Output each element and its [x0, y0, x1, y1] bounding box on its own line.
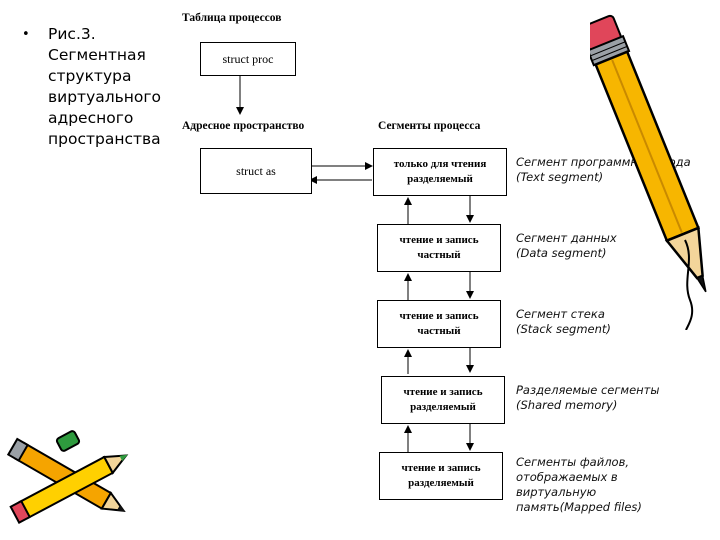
segment-desc-mapped: Сегменты файлов, отображаемых в виртуаль…: [516, 455, 642, 515]
caption-line: адресного: [48, 109, 134, 127]
desc-line: отображаемых в: [516, 470, 618, 484]
desc-line: (Stack segment): [516, 322, 611, 336]
segment-box-mapped: чтение и запись разделяемый: [379, 452, 503, 500]
segment-access: чтение и запись: [401, 462, 481, 474]
bullet: •: [22, 27, 30, 42]
desc-line: память(Mapped files): [516, 500, 642, 514]
segment-sharing: разделяемый: [408, 477, 474, 489]
pencil-icon: [590, 14, 707, 330]
segment-sharing: разделяемый: [407, 173, 473, 185]
address-space-label: Адресное пространство: [182, 120, 305, 132]
segment-box-shared: чтение и запись разделяемый: [381, 376, 505, 424]
segment-sharing: разделяемый: [410, 401, 476, 413]
segment-box-stack: чтение и запись частный: [377, 300, 501, 348]
as-box: struct as: [200, 148, 312, 194]
caption-line: Рис.3.: [48, 25, 96, 43]
caption-line: структура: [48, 67, 132, 85]
caption-line: виртуального: [48, 88, 162, 106]
desc-line: (Data segment): [516, 246, 607, 260]
desc-line: Сегменты файлов,: [516, 455, 630, 469]
segments-label: Сегменты процесса: [378, 120, 481, 132]
segment-desc-data: Сегмент данных (Data segment): [516, 231, 617, 261]
segment-box-data: чтение и запись частный: [377, 224, 501, 272]
crossed-pencils-icon: [6, 430, 129, 524]
desc-line: Сегмент стека: [516, 307, 605, 321]
segment-box-text: только для чтения разделяемый: [373, 148, 507, 196]
segment-sharing: частный: [417, 325, 461, 337]
desc-line: (Shared memory): [516, 398, 618, 412]
segment-desc-shared: Разделяемые сегменты (Shared memory): [516, 383, 659, 413]
as-box-text: struct as: [236, 163, 276, 178]
caption-line: пространства: [48, 130, 161, 148]
segment-access: только для чтения: [393, 158, 487, 170]
process-table-label: Таблица процессов: [182, 12, 282, 24]
segment-access: чтение и запись: [399, 234, 479, 246]
proc-box: struct proc: [200, 42, 296, 76]
desc-line: Сегмент данных: [516, 231, 617, 245]
proc-box-text: struct proc: [222, 51, 274, 66]
desc-line: виртуальную: [516, 485, 597, 499]
caption-line: Сегментная: [48, 46, 146, 64]
desc-line: Разделяемые сегменты: [516, 383, 660, 397]
segment-access: чтение и запись: [403, 386, 483, 398]
desc-line: (Text segment): [516, 170, 604, 184]
segment-sharing: частный: [417, 249, 461, 261]
segment-desc-stack: Сегмент стека (Stack segment): [516, 307, 611, 337]
segment-access: чтение и запись: [399, 310, 479, 322]
